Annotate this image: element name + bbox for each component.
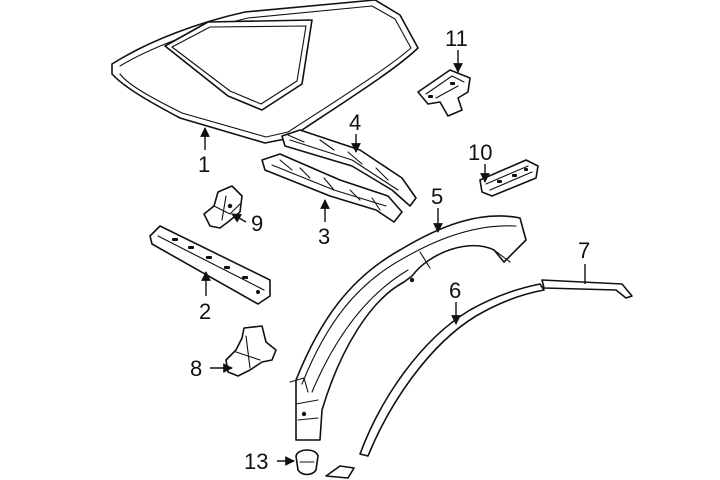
callout-5: 5	[431, 184, 443, 209]
callout-numbers: 1 2 3 4 5 6 7 8 9 10 11 13	[190, 26, 590, 474]
roof-bow	[261, 153, 403, 223]
callout-7: 7	[578, 238, 590, 263]
leader-lines	[200, 50, 586, 466]
roof-panel	[111, 0, 419, 144]
callout-8: 8	[190, 356, 202, 381]
callout-4: 4	[349, 110, 361, 135]
clip-13	[295, 449, 355, 479]
bracket-8	[225, 325, 277, 377]
weatherstrip-6	[359, 283, 545, 457]
rear-roof-header	[149, 225, 271, 305]
callout-9: 9	[251, 211, 263, 236]
front-roof-header	[281, 129, 417, 207]
bracket-10	[479, 159, 539, 197]
bracket-11	[417, 69, 471, 117]
callout-6: 6	[449, 278, 461, 303]
callout-2: 2	[199, 299, 211, 324]
callout-13: 13	[244, 449, 268, 474]
molding-7	[541, 279, 633, 299]
side-rail-pillar	[289, 215, 527, 441]
callout-11: 11	[445, 26, 468, 51]
bracket-9	[203, 185, 243, 229]
sunroof-opening	[164, 19, 313, 111]
callout-1: 1	[198, 152, 210, 177]
callout-3: 3	[318, 224, 330, 249]
callout-10: 10	[468, 140, 492, 165]
